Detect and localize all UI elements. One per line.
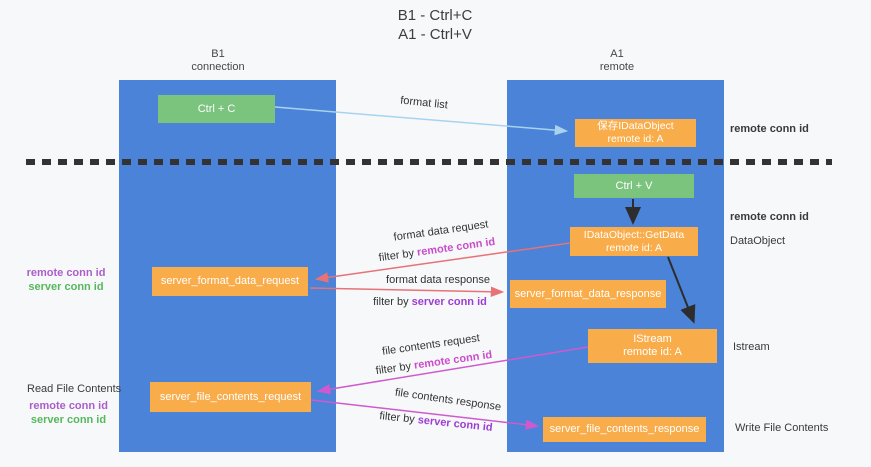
ctrl-v-box: Ctrl + V <box>574 174 694 198</box>
file-request-label: server_file_contents_request <box>159 390 302 403</box>
save-idataobject-box: 保存IDataObject remote id: A <box>575 119 696 147</box>
lane-a1-role: remote <box>599 61 635 73</box>
istream-annotation: Istream <box>733 341 770 353</box>
lane-header-b1: B1 connection <box>158 48 278 74</box>
server-conn-id-text: server conn id <box>417 414 494 434</box>
ctrl-c-box: Ctrl + C <box>158 95 275 123</box>
lane-a1-name: A1 <box>610 48 624 60</box>
write-file-contents-annotation: Write File Contents <box>735 422 829 434</box>
file-response-label: server_file_contents_response <box>549 423 700 435</box>
format-request-label: server_format_data_request <box>160 275 300 287</box>
istream-box: IStream remote id: A <box>588 329 717 363</box>
remote-conn-id-annotation-left-2: remote conn id <box>29 400 108 412</box>
format-response-label: server_format_data_response <box>514 287 662 300</box>
lane-b1-name: B1 <box>211 48 225 60</box>
server-format-data-request-box: server_format_data_request <box>152 267 308 296</box>
filter-by-server-1: filter by server conn id <box>355 296 505 308</box>
filter-by-text: filter by <box>375 360 412 378</box>
filter-by-text: filter by <box>373 296 409 308</box>
istream-line1: IStream <box>633 333 672 345</box>
diagram-title: B1 - Ctrl+C A1 - Ctrl+V <box>300 6 570 44</box>
server-conn-id-annotation-left: server conn id <box>28 281 104 293</box>
idataobject-getdata-box: IDataObject::GetData remote id: A <box>570 227 698 256</box>
server-conn-id-annotation-left-2: server conn id <box>30 414 107 426</box>
ctrl-v-label: Ctrl + V <box>615 179 653 192</box>
filter-by-text: filter by <box>378 410 416 426</box>
title-line-1: B1 - Ctrl+C <box>397 7 473 24</box>
server-file-contents-response-box: server_file_contents_response <box>543 417 706 442</box>
save-idataobject-line1: 保存IDataObject <box>597 120 674 132</box>
remote-conn-id-text: remote conn id <box>416 235 496 259</box>
server-conn-id-text: server conn id <box>411 296 487 308</box>
dataobject-annotation: DataObject <box>730 235 786 247</box>
lane-header-a1: A1 remote <box>557 48 677 74</box>
ctrl-c-label: Ctrl + C <box>197 102 236 115</box>
read-file-contents-annotation: Read File Contents <box>27 383 122 395</box>
remote-conn-id-annotation-left: remote conn id <box>26 267 106 279</box>
filter-by-server-2: filter by server conn id <box>361 408 511 436</box>
server-file-contents-request-box: server_file_contents_request <box>150 382 311 412</box>
getdata-line2: remote id: A <box>605 241 663 254</box>
lane-b1-role: connection <box>191 61 245 73</box>
istream-line2: remote id: A <box>623 346 682 358</box>
format-list-label: format list <box>399 94 449 112</box>
getdata-line1: IDataObject::GetData <box>583 228 685 241</box>
title-line-2: A1 - Ctrl+V <box>398 26 472 43</box>
format-data-response-arrow <box>309 286 505 298</box>
left-conn-id-stack-bottom: remote conn id server conn id <box>16 399 121 427</box>
save-idataobject-line2: remote id: A <box>607 133 664 145</box>
server-format-data-response-box: server_format_data_response <box>510 280 666 308</box>
session-separator-dashed-line <box>26 159 832 165</box>
left-conn-id-stack-top: remote conn id server conn id <box>16 266 116 294</box>
remote-conn-id-annotation-top: remote conn id <box>730 123 809 135</box>
remote-conn-id-annotation-mid: remote conn id <box>730 211 809 223</box>
remote-conn-id-text: remote conn id <box>413 348 493 372</box>
filter-by-text: filter by <box>378 247 415 265</box>
format-data-response-label: format data response <box>386 274 490 286</box>
